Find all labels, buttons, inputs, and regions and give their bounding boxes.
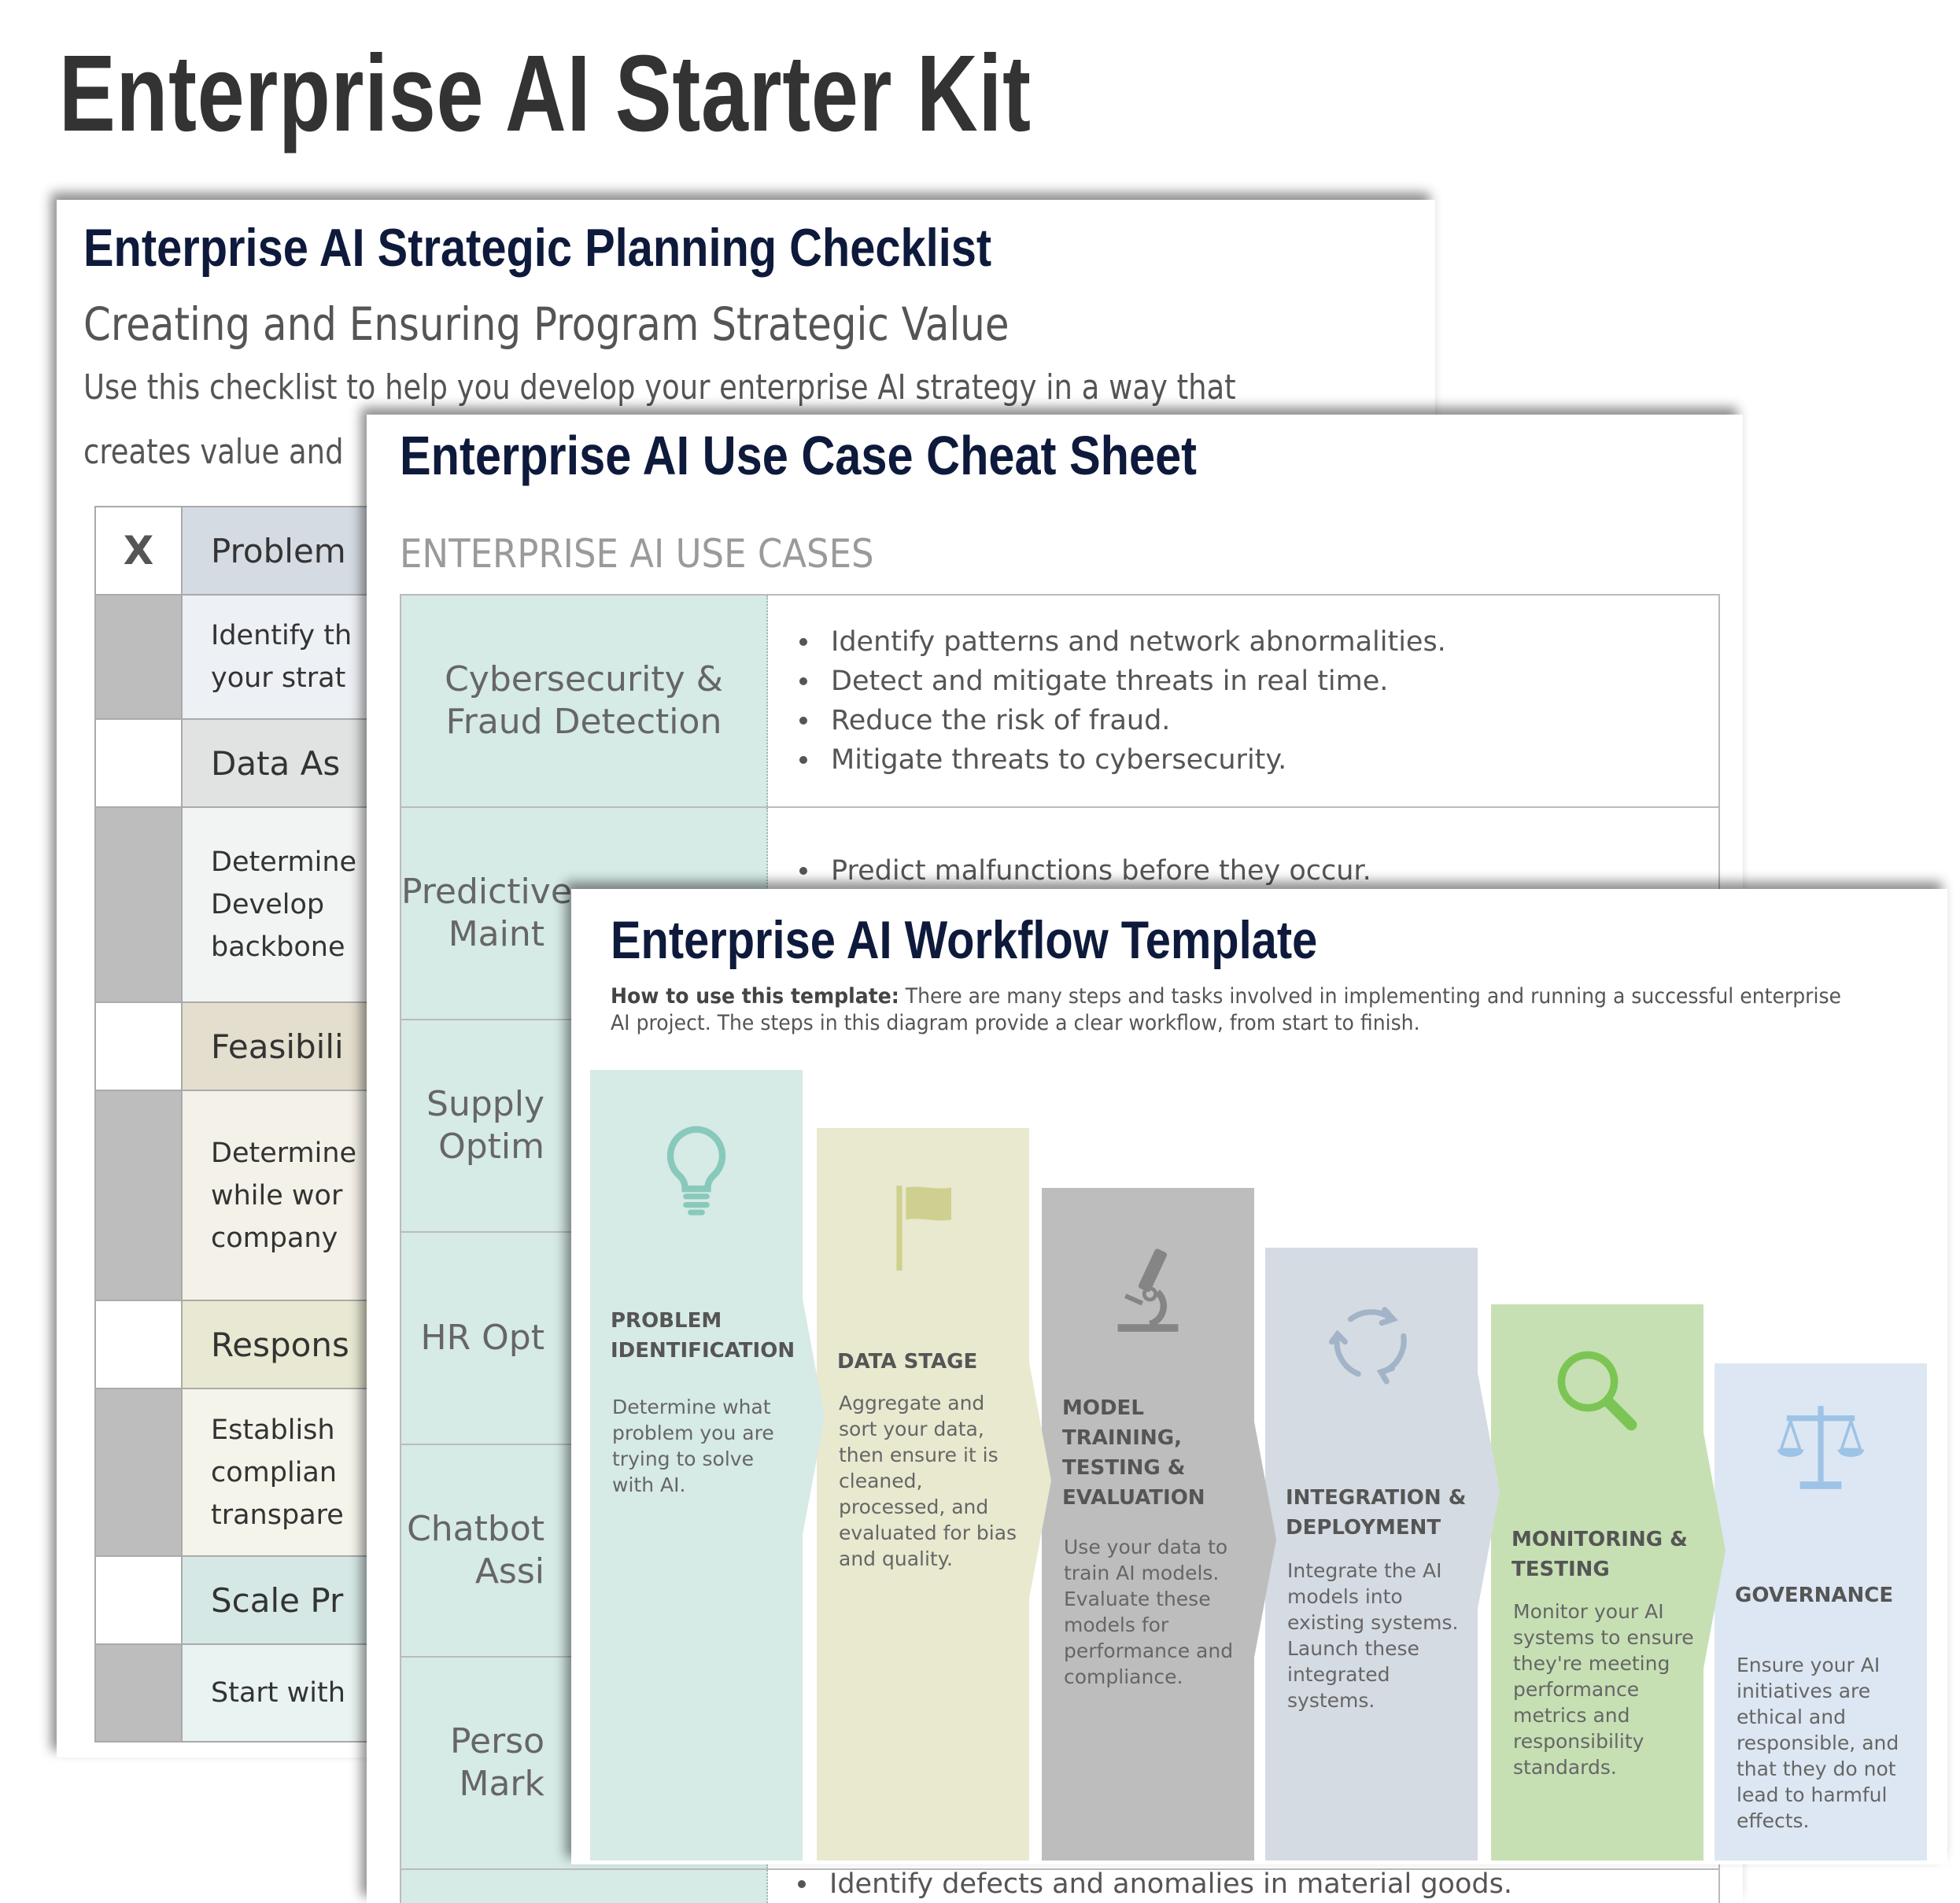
how-to-use-label: How to use this template:	[611, 984, 899, 1009]
bullet-item: Reduce the risk of fraud.	[799, 701, 1718, 740]
checklist-title: Enterprise AI Strategic Planning Checkli…	[83, 218, 992, 278]
step-heading: MONITORING & TESTING	[1512, 1528, 1688, 1581]
bullet-text: Identify patterns and network abnormalit…	[831, 626, 1446, 658]
step-body: Determine what problem you are trying to…	[612, 1396, 774, 1496]
step-heading: GOVERNANCE	[1735, 1584, 1894, 1607]
how-to-use-body: There are many steps and tasks involved …	[611, 984, 1841, 1035]
use-case-name: Cybersecurity & Fraud Detection	[401, 596, 768, 806]
checkbox-cell	[96, 1645, 183, 1741]
bullet-icon	[799, 717, 807, 725]
use-case-subtitle: ENTERPRISE AI USE CASES	[400, 531, 874, 577]
step-heading: DATA STAGE	[837, 1350, 978, 1374]
lightbulb-icon	[649, 1122, 744, 1216]
step-heading: INTEGRATION & DEPLOYMENT	[1286, 1486, 1467, 1540]
workflow-step-model-training: MODEL TRAINING, TESTING & EVALUATION Use…	[1042, 1188, 1276, 1861]
checkbox-cell	[96, 808, 183, 1001]
flag-icon	[876, 1180, 970, 1274]
checkbox[interactable]	[96, 1301, 183, 1388]
bullet-item: Identify patterns and network abnormalit…	[799, 622, 1718, 662]
bullet-icon	[798, 1880, 806, 1888]
bullet-text: Mitigate threats to cybersecurity.	[831, 744, 1287, 776]
step-body: Integrate the AI models into existing sy…	[1287, 1559, 1459, 1712]
workflow-title: Enterprise AI Workflow Template	[611, 910, 1318, 970]
step-body: Monitor your AI systems to ensure they'r…	[1513, 1600, 1694, 1779]
checkbox[interactable]	[96, 720, 183, 806]
workflow-step-governance: GOVERNANCE Ensure your AI initiatives ar…	[1715, 1363, 1947, 1861]
workflow-sheet: Enterprise AI Workflow Template How to u…	[571, 889, 1947, 1864]
step-body: Use your data to train AI models. Evalua…	[1064, 1536, 1234, 1688]
bullet-text: Reduce the risk of fraud.	[831, 705, 1171, 736]
checkbox[interactable]	[96, 1557, 183, 1643]
use-case-name: Chatbot Assi	[407, 1509, 544, 1591]
use-case-row: Cybersecurity & Fraud Detection Identify…	[401, 596, 1718, 808]
bullet-text: Detect and mitigate threats in real time…	[831, 666, 1389, 697]
use-case-name: Perso Mark	[450, 1721, 544, 1804]
use-case-row	[401, 1870, 1718, 1903]
page-title: Enterprise AI Starter Kit	[59, 33, 1032, 154]
bullet-item: Identify defects and anomalies in materi…	[798, 1868, 1512, 1901]
bullet-item: Mitigate threats to cybersecurity.	[799, 740, 1718, 780]
checkbox[interactable]: X	[96, 507, 183, 594]
checkbox-cell	[96, 1091, 183, 1300]
step-body: Ensure your AI initiatives are ethical a…	[1737, 1654, 1899, 1832]
checkbox-cell	[96, 596, 183, 718]
use-case-name: HR Opt	[420, 1318, 544, 1358]
use-case-name: Predictive Maint	[401, 872, 572, 954]
workflow-step-monitoring-testing: MONITORING & TESTING Monitor your AI sys…	[1491, 1304, 1726, 1861]
bullet-item: Detect and mitigate threats in real time…	[799, 662, 1718, 701]
checkbox-cell	[96, 1389, 183, 1555]
use-case-title: Enterprise AI Use Case Cheat Sheet	[400, 425, 1197, 486]
bullet-icon	[799, 756, 807, 764]
bullet-icon	[799, 867, 807, 875]
step-heading: MODEL TRAINING, TESTING & EVALUATION	[1062, 1396, 1205, 1510]
bullet-icon	[799, 638, 807, 646]
cycle-icon	[1324, 1296, 1419, 1391]
step-heading: PROBLEM IDENTIFICATION	[611, 1309, 795, 1363]
checkbox[interactable]	[96, 1003, 183, 1090]
use-case-name: Supply Optim	[426, 1084, 544, 1167]
microscope-icon	[1101, 1243, 1195, 1337]
use-case-name	[401, 1870, 768, 1903]
bullet-text: Predict malfunctions before they occur.	[831, 855, 1371, 887]
workflow-step-data-stage: DATA STAGE Aggregate and sort your data,…	[817, 1128, 1051, 1861]
scales-icon	[1774, 1400, 1868, 1495]
magnifier-icon	[1550, 1344, 1644, 1438]
workflow-step-problem-identification: PROBLEM IDENTIFICATION Determine what pr…	[590, 1070, 825, 1861]
checklist-subtitle: Creating and Ensuring Program Strategic …	[83, 297, 1010, 351]
bullet-text: Identify defects and anomalies in materi…	[829, 1868, 1512, 1900]
bullet-item: Predict malfunctions before they occur.	[799, 851, 1718, 891]
step-body: Aggregate and sort your data, then ensur…	[839, 1392, 1017, 1570]
checklist-intro: creates value and	[83, 432, 344, 472]
checklist-intro: Use this checklist to help you develop y…	[83, 367, 1236, 408]
bullet-icon	[799, 677, 807, 685]
how-to-use-text: How to use this template: There are many…	[611, 983, 1855, 1037]
workflow-step-integration-deployment: INTEGRATION & DEPLOYMENT Integrate the A…	[1265, 1248, 1500, 1861]
